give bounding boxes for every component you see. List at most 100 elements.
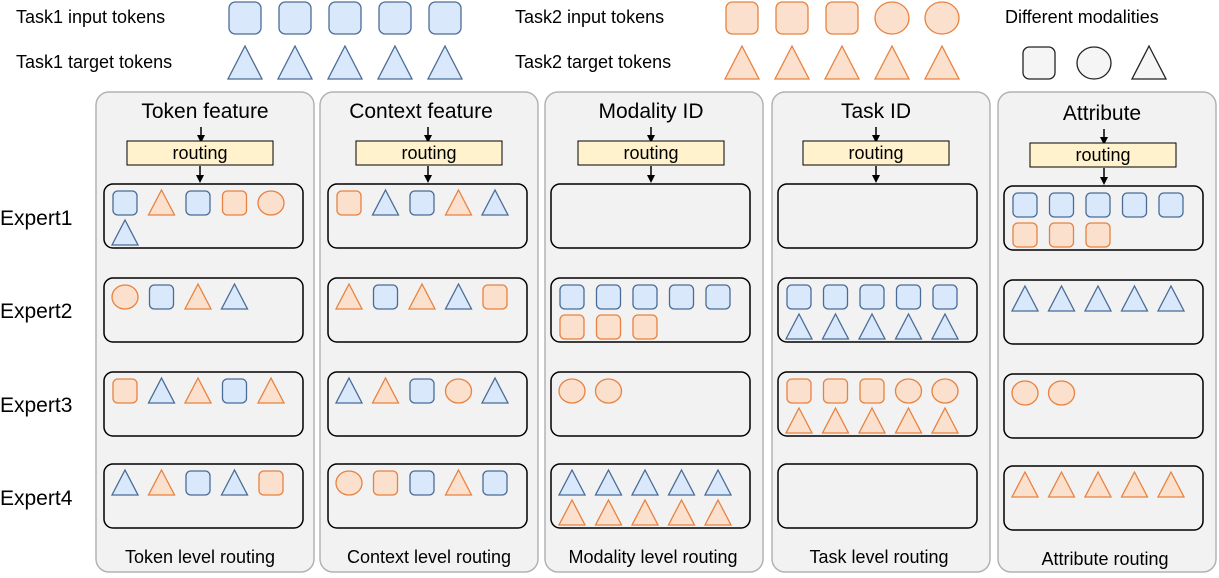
task1-square-token-icon (185, 190, 211, 216)
task2-triangle-token-icon (594, 498, 623, 526)
modality-circle-token-icon (1076, 46, 1112, 80)
task2-triangle-token-icon (703, 498, 733, 526)
task2-triangle-token-icon (444, 468, 473, 496)
panel-footer: Attribute routing (1041, 549, 1168, 569)
task1-square-token-icon (221, 378, 248, 404)
task2-square-token-icon (559, 314, 585, 340)
task2-square-token-icon (825, 1, 859, 35)
task2-triangle-token-icon (857, 406, 887, 434)
task2-triangle-token-icon (1047, 470, 1076, 498)
task1-triangle-token-icon (667, 468, 696, 496)
modality-square-token-icon (1022, 46, 1056, 80)
panel-modality-id: Modality ID routing Modality level routi… (544, 91, 764, 573)
task2-square-token-icon (859, 378, 885, 404)
task1-square-token-icon (482, 470, 508, 496)
task2-circle-token-icon (874, 1, 910, 35)
panel-task-id: Task ID routing Task level routing (771, 91, 991, 573)
task2-circle-token-icon (1047, 380, 1076, 406)
task2-triangle-token-icon (630, 498, 660, 526)
legend: Task1 input tokens Task1 target tokens T… (16, 1, 1168, 80)
expert-slots (327, 183, 528, 529)
task1-triangle-token-icon (371, 188, 400, 216)
task1-square-token-icon (859, 284, 885, 310)
task2-square-token-icon (258, 470, 284, 496)
task1-square-token-icon (822, 284, 849, 310)
task1-square-token-icon (559, 284, 585, 310)
panel-footer: Token level routing (125, 547, 275, 567)
expert-label-1: Expert1 (0, 207, 72, 230)
panel-title: Task ID (841, 100, 911, 123)
task2-triangle-token-icon (784, 406, 814, 434)
expert-label-2: Expert2 (0, 300, 72, 323)
task2-square-token-icon (1085, 222, 1111, 248)
task1-triangle-token-icon (220, 468, 249, 496)
task1-triangle-token-icon (147, 376, 176, 404)
task1-triangle-token-icon (226, 44, 264, 80)
legend-shapes (226, 1, 1168, 80)
task1-triangle-token-icon (480, 188, 510, 216)
task2-circle-token-icon (111, 284, 139, 310)
task2-square-token-icon (112, 378, 138, 404)
task1-square-token-icon (409, 470, 435, 496)
task1-triangle-token-icon (1010, 284, 1040, 312)
expert-label-3: Expert3 (0, 394, 72, 417)
expert-slot-4 (1003, 465, 1204, 531)
task2-triangle-token-icon (1010, 470, 1040, 498)
expert-slot-2 (1003, 279, 1204, 345)
routing-box (126, 140, 274, 166)
task1-square-token-icon (895, 284, 922, 310)
task2-triangle-token-icon (183, 376, 213, 404)
task2-triangle-token-icon (407, 282, 437, 310)
task1-triangle-token-icon (110, 468, 140, 496)
legend-modalities-label: Different modalities (1005, 7, 1159, 27)
task1-triangle-token-icon (784, 312, 814, 340)
task2-triangle-token-icon (557, 498, 587, 526)
panel-attribute: Attribute routing Attribute routing (997, 91, 1217, 573)
task1-square-token-icon (1012, 192, 1038, 218)
routing-box (355, 140, 503, 166)
panel-footer: Modality level routing (568, 547, 737, 567)
panel-title: Attribute (1063, 102, 1141, 125)
task1-square-token-icon (228, 1, 262, 35)
modality-triangle-token-icon (1130, 44, 1168, 80)
task2-triangle-token-icon (256, 376, 286, 404)
routing-box (577, 140, 725, 166)
task1-triangle-token-icon (334, 376, 364, 404)
task1-square-token-icon (112, 190, 138, 216)
panel-title: Context feature (349, 100, 493, 123)
expert-slot-4 (103, 463, 304, 529)
task1-triangle-token-icon (276, 44, 314, 80)
task2-triangle-token-icon (147, 468, 176, 496)
task1-triangle-token-icon (326, 44, 364, 80)
task1-triangle-token-icon (1156, 284, 1186, 312)
expert-slot-3 (327, 371, 528, 437)
task1-square-token-icon (1085, 192, 1111, 218)
task2-triangle-token-icon (894, 406, 923, 434)
routing-label: routing (401, 143, 456, 163)
task1-triangle-token-icon (220, 282, 249, 310)
routing-label: routing (623, 143, 678, 163)
task1-square-token-icon (595, 284, 622, 310)
task2-square-token-icon (1048, 222, 1075, 248)
task1-square-token-icon (378, 1, 412, 35)
task1-triangle-token-icon (857, 312, 887, 340)
routing-box (802, 140, 950, 166)
panel-title: Modality ID (598, 100, 703, 123)
expert-slots (777, 183, 978, 529)
expert-slots (1003, 185, 1204, 531)
task2-triangle-token-icon (773, 44, 811, 80)
panel-context-feature: Context feature routing Context level ro… (319, 91, 539, 573)
task1-triangle-token-icon (1083, 284, 1113, 312)
legend-task2-input-label: Task2 input tokens (515, 7, 664, 27)
legend-task1-target-label: Task1 target tokens (16, 52, 172, 72)
legend-task1-input-label: Task1 input tokens (16, 7, 165, 27)
task1-triangle-token-icon (930, 312, 960, 340)
routing-label: routing (172, 143, 227, 163)
task2-square-token-icon (775, 1, 809, 35)
task1-triangle-token-icon (1120, 284, 1149, 312)
task1-triangle-token-icon (110, 218, 140, 246)
routing-box (1029, 142, 1177, 168)
expert-slots (103, 183, 304, 529)
task1-square-token-icon (932, 284, 958, 310)
